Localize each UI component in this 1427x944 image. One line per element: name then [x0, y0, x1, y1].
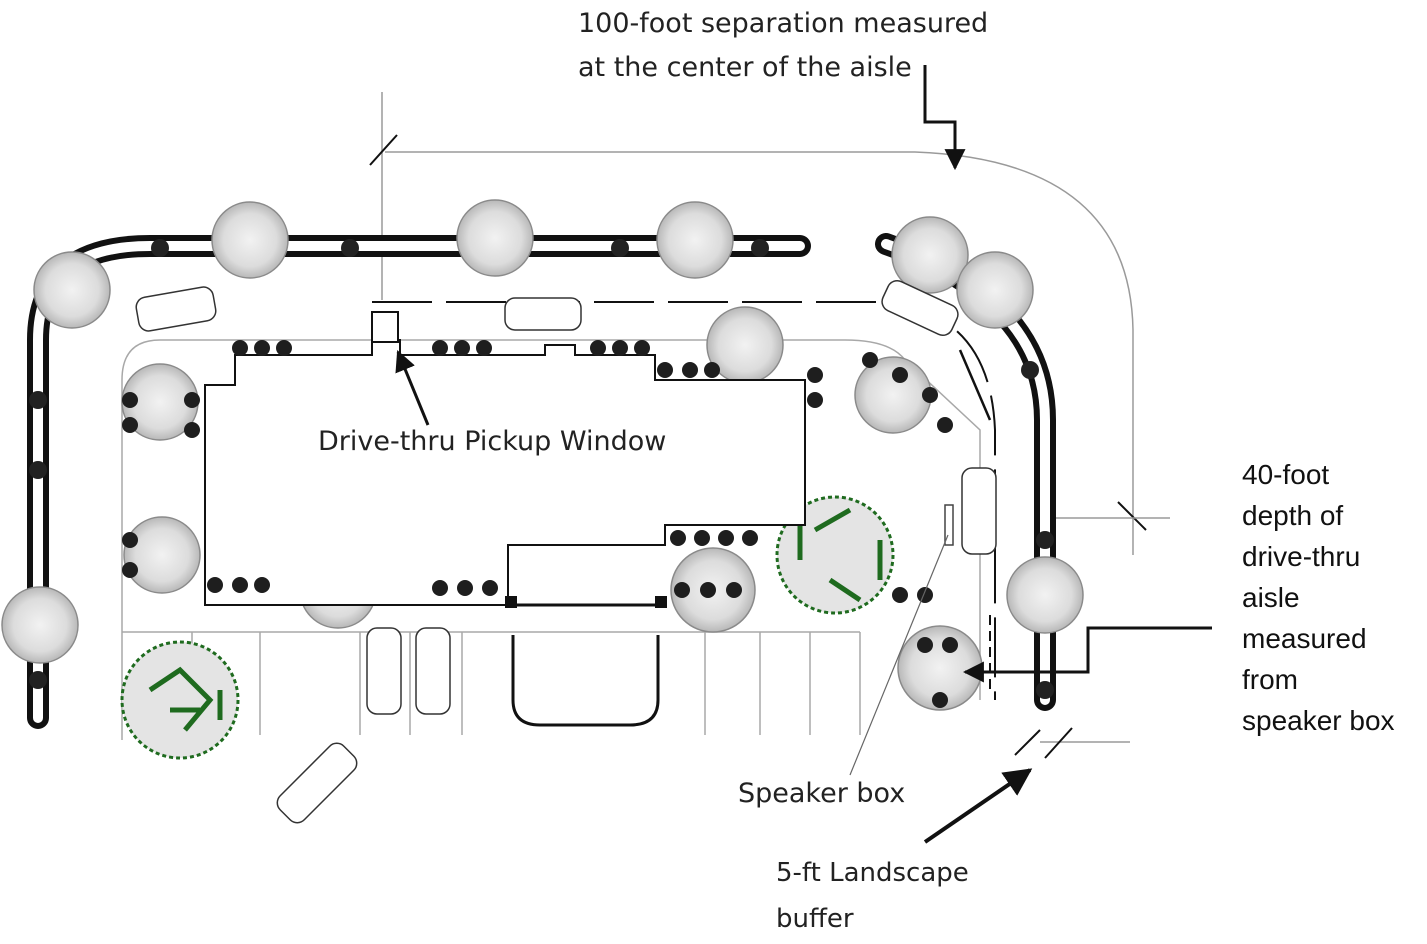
tree	[123, 516, 201, 594]
tree	[456, 199, 534, 277]
car	[415, 627, 451, 715]
car	[881, 279, 959, 337]
foundation-shrubs	[122, 340, 958, 708]
tree	[1, 586, 79, 664]
separation-label-line-1: 100-foot separation measured	[578, 8, 989, 39]
car	[276, 742, 358, 824]
lot-line-tick-s2	[1044, 727, 1073, 759]
car	[366, 627, 402, 715]
lot-line-tick-e	[1117, 501, 1147, 531]
depth-label-line-5: measured	[1242, 623, 1367, 654]
tree	[854, 356, 932, 434]
car	[135, 286, 217, 332]
tree	[956, 251, 1034, 329]
tree	[891, 216, 969, 294]
aisle-edge	[958, 349, 992, 421]
depth-label-line-2: depth of	[1242, 500, 1344, 531]
lot-line-tick-s1	[1014, 729, 1041, 756]
buffer-label: 5-ft Landscape buffer	[776, 850, 969, 942]
tree	[211, 201, 289, 279]
front-walkway	[511, 635, 660, 727]
tree	[33, 251, 111, 329]
car	[504, 297, 582, 331]
car	[961, 467, 997, 555]
buffer-label-line-1: 5-ft Landscape	[776, 858, 969, 888]
speaker-box-label: Speaker box	[738, 778, 906, 809]
pickup-window-arrow	[395, 350, 430, 426]
buffer-label-line-2: buffer	[776, 904, 854, 934]
separation-arrow	[923, 65, 966, 171]
pickup-window	[371, 311, 399, 343]
depth-label: 40-foot depth of drive-thru aisle measur…	[1242, 454, 1395, 741]
separation-label: 100-foot separation measured at the cent…	[578, 2, 988, 90]
cars	[135, 279, 997, 824]
depth-arrow	[962, 626, 1212, 683]
lot-line-tick-nw	[369, 134, 398, 166]
tree	[1006, 556, 1084, 634]
green-tree	[120, 640, 240, 760]
separation-label-line-2: at the center of the aisle	[578, 52, 912, 83]
depth-label-line-7: speaker box	[1242, 705, 1395, 736]
buffer-arrow	[923, 768, 1033, 844]
callout-arrows	[395, 65, 1212, 844]
depth-label-line-4: aisle	[1242, 582, 1300, 613]
speaker-box	[944, 504, 991, 690]
tree	[656, 201, 734, 279]
depth-label-line-1: 40-foot	[1242, 459, 1330, 490]
depth-label-line-6: from	[1242, 664, 1298, 695]
speaker-box-leader	[849, 534, 949, 776]
pickup-window-label: Drive-thru Pickup Window	[318, 426, 667, 457]
depth-label-line-3: drive-thru	[1242, 541, 1361, 572]
